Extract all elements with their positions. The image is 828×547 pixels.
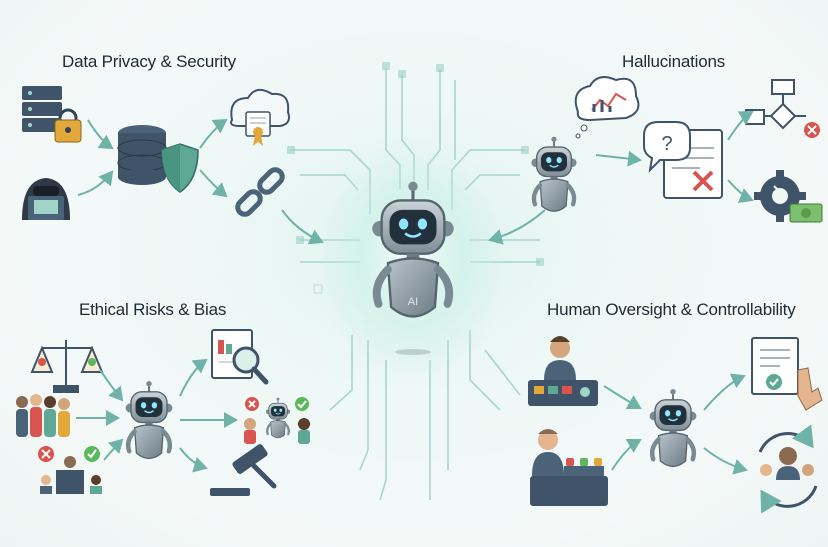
- document-approval-click-icon: [751, 337, 823, 411]
- title-data-privacy-security: Data Privacy & Security: [62, 52, 236, 71]
- flowchart-error-icon: [745, 79, 820, 138]
- title-ethical-risks-bias: Ethical Risks & Bias: [79, 300, 227, 319]
- title-hallucinations: Hallucinations: [622, 52, 726, 71]
- hallucinating-robot: [531, 137, 576, 212]
- voting-podium-icon: [38, 446, 102, 494]
- operator-workstation-icon: [530, 429, 608, 506]
- gavel-icon: [210, 444, 277, 496]
- document-magnifier-icon: [211, 329, 269, 385]
- diverse-people-group-icon: [16, 394, 70, 437]
- title-human-oversight-controllability: Human Oversight & Controllability: [547, 300, 796, 319]
- ethics-robot: [126, 381, 173, 458]
- cloud-certificate-icon: [230, 88, 290, 146]
- privacy-flow-arrows: [77, 118, 324, 245]
- people-cycle-icon: [758, 424, 818, 514]
- oversight-robot: [650, 389, 697, 466]
- document-question-error-icon: ?: [643, 121, 723, 199]
- oversight-flow-arrows: [603, 373, 748, 475]
- ethics-flow-arrows: [76, 358, 238, 473]
- database-shield-icon: [117, 125, 199, 193]
- scales-of-justice-icon: [30, 340, 104, 393]
- svg-text:?: ?: [661, 133, 672, 155]
- bias-robot-group-icon: [244, 396, 310, 444]
- broken-chain-icon: [235, 167, 285, 217]
- server-lock-icon: [22, 86, 82, 143]
- thought-bubble-chart-icon: [574, 76, 640, 139]
- hacker-icon: [22, 178, 70, 220]
- hallucination-flow-arrows: [488, 110, 754, 245]
- broken-gear-money-icon: [754, 170, 823, 223]
- operator-control-panel-icon: [528, 336, 598, 406]
- central-ai-robot: [372, 182, 453, 355]
- central-robot-badge: AI: [408, 296, 418, 308]
